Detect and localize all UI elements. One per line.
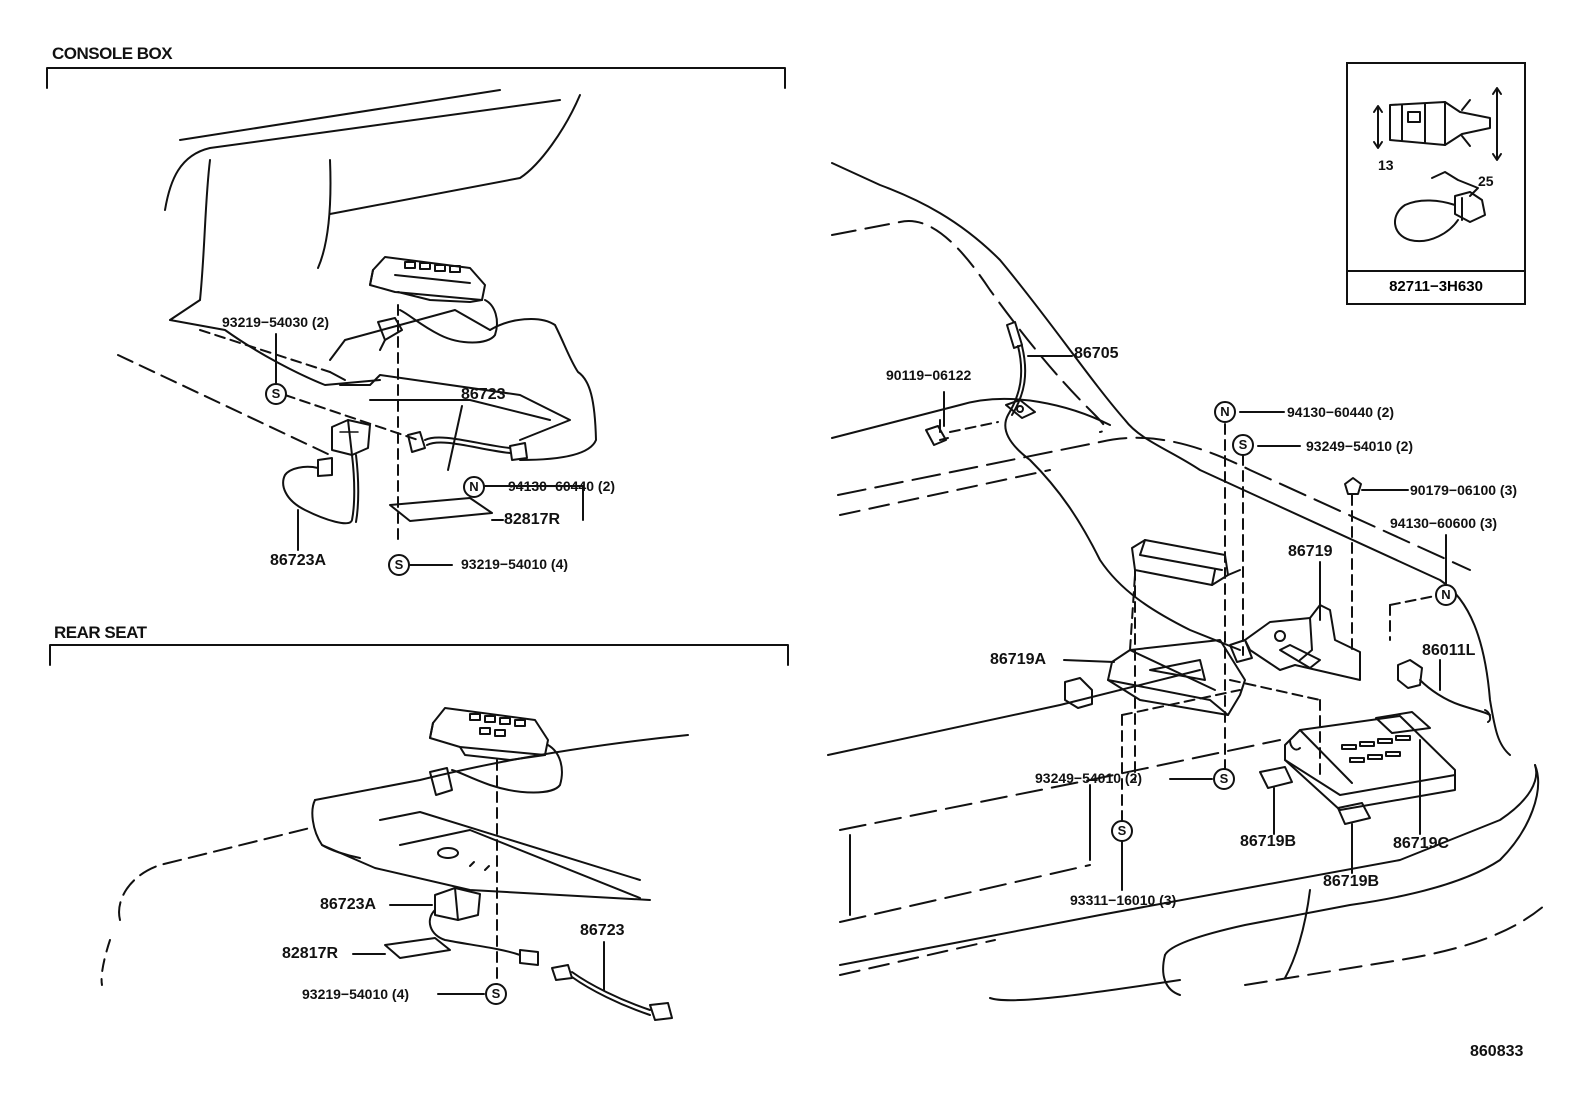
screw-marker-s: S (388, 554, 410, 576)
section-title-rear-seat: REAR SEAT (54, 623, 147, 642)
part-label-93249-54010-bottom: 93249−54010 (2) (1035, 770, 1143, 786)
console-box-drawing (117, 89, 597, 566)
part-label-90179-06100: 90179−06100 (3) (1410, 482, 1518, 498)
rear-seat-drawing (100, 707, 689, 1021)
part-label-86719: 86719 (1288, 543, 1333, 560)
nut-marker-n: N (1214, 401, 1236, 423)
part-label-86723-rear: 86723 (580, 922, 625, 939)
part-label-93219-54010-rear: 93219−54010 (4) (302, 986, 410, 1002)
dimension-label-25: 25 (1478, 173, 1494, 189)
part-label-82817r: 82817R (504, 511, 561, 528)
nut-marker-n: N (1435, 584, 1457, 606)
section-title-console-box: CONSOLE BOX (52, 44, 173, 63)
part-label-93311-16010: 93311−16010 (3) (1070, 892, 1177, 908)
part-label-86723a-rear: 86723A (320, 896, 377, 913)
part-label-93219-54010: 93219−54010 (4) (461, 556, 569, 572)
screw-marker-s: S (1213, 768, 1235, 790)
figure-id: 860833 (1470, 1043, 1524, 1060)
screw-marker-s: S (265, 383, 287, 405)
trunk-drawing (827, 162, 1546, 1002)
screw-marker-s: S (1232, 434, 1254, 456)
part-label-86719c: 86719C (1393, 835, 1450, 852)
inset-clip-drawing (1373, 87, 1502, 243)
part-label-86705: 86705 (1074, 345, 1119, 362)
part-label-86719b-2: 86719B (1323, 873, 1380, 890)
part-label-86723: 86723 (461, 386, 506, 403)
part-label-94130-60600: 94130−60600 (3) (1390, 515, 1498, 531)
inset-part-number: 82711−3H630 (1348, 270, 1524, 303)
console-box-bracket (46, 67, 786, 89)
part-label-86011l: 86011L (1422, 642, 1476, 659)
part-label-93249-54010-top: 93249−54010 (2) (1306, 438, 1414, 454)
inset-detail-box: 13 25 82711−3H630 (1346, 62, 1526, 305)
screw-marker-s: S (1111, 820, 1133, 842)
part-label-94130-60440-trunk: 94130−60440 (2) (1287, 404, 1395, 420)
nut-marker-n: N (463, 476, 485, 498)
rear-seat-bracket (49, 644, 789, 666)
part-label-86719b-1: 86719B (1240, 833, 1297, 850)
part-label-94130-60440: 94130−60440 (2) (508, 478, 616, 494)
part-label-90119-06122: 90119−06122 (886, 367, 972, 383)
part-label-93219-54030: 93219−54030 (2) (222, 314, 330, 330)
part-label-82817r-rear: 82817R (282, 945, 339, 962)
dimension-label-13: 13 (1378, 157, 1394, 173)
part-label-86723a: 86723A (270, 552, 327, 569)
screw-marker-s: S (485, 983, 507, 1005)
part-label-86719a: 86719A (990, 651, 1047, 668)
